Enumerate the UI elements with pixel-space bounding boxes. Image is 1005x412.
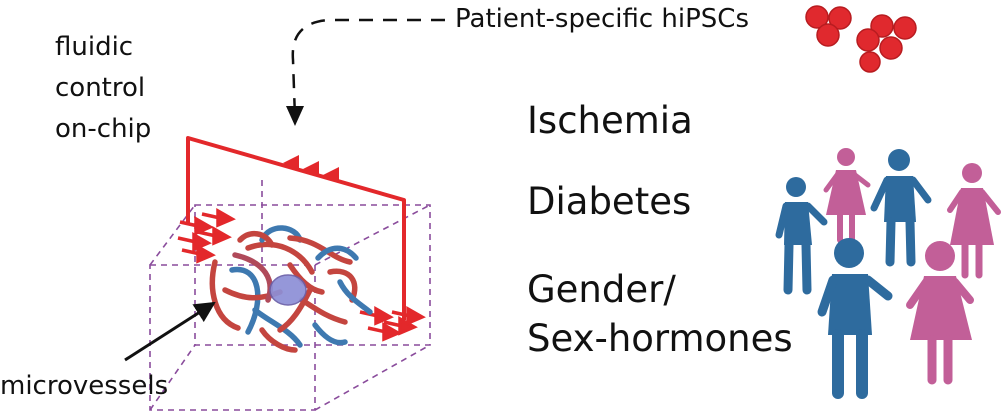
cell-cluster-icon <box>805 5 917 73</box>
microvessel-network <box>209 225 373 353</box>
cell-nucleus <box>269 274 307 306</box>
microvessels-label: microvessels <box>0 371 169 401</box>
fluidic-label-line2: control <box>55 73 146 103</box>
flow-arrow-icon <box>283 155 339 183</box>
inlet-arrows <box>177 207 236 264</box>
hipsc-label: Patient-specific hiPSCs <box>455 4 749 34</box>
source-dashed-arrow <box>291 18 445 119</box>
microvessels-pointer <box>124 301 216 362</box>
condition-sex-hormones: Sex-hormones <box>527 317 793 360</box>
fluidic-label-line3: on-chip <box>55 114 152 144</box>
people-group-icon <box>775 148 1001 399</box>
condition-ischemia: Ischemia <box>527 99 693 142</box>
dashed-arrow-head <box>286 106 304 126</box>
condition-diabetes: Diabetes <box>527 180 692 223</box>
condition-gender: Gender/ <box>527 268 676 311</box>
fluidic-label-line1: fluidic <box>55 32 134 62</box>
